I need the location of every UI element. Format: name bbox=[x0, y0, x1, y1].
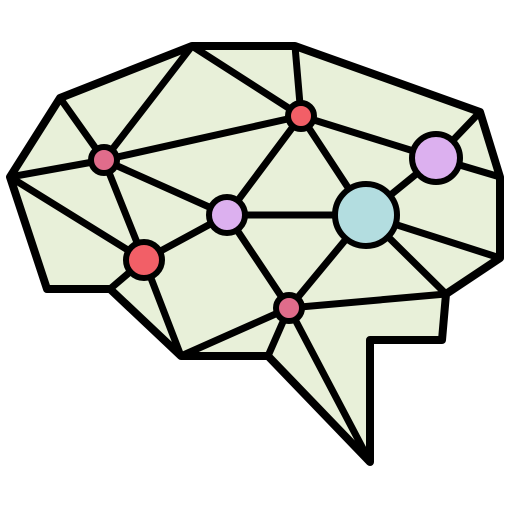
edge bbox=[188, 42, 305, 120]
edge bbox=[177, 304, 293, 360]
edge bbox=[285, 304, 374, 466]
node-red-small bbox=[285, 100, 317, 132]
node-lavender-large bbox=[409, 131, 463, 185]
node-teal-large bbox=[332, 181, 400, 249]
node-pink-small-lower bbox=[273, 292, 305, 324]
edge bbox=[285, 290, 450, 312]
network-nodes bbox=[88, 100, 463, 324]
node-pink-small bbox=[88, 144, 120, 176]
edge bbox=[6, 173, 148, 264]
node-lavender-medium bbox=[206, 194, 248, 236]
edge bbox=[100, 42, 196, 164]
edge bbox=[100, 156, 231, 219]
node-red-medium bbox=[123, 239, 165, 281]
edge bbox=[100, 112, 305, 164]
